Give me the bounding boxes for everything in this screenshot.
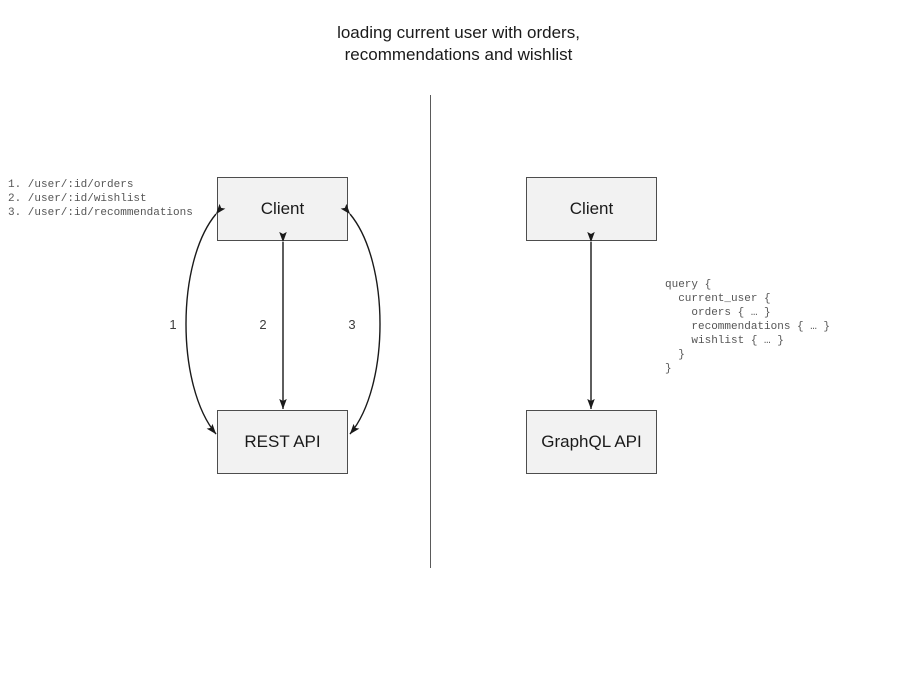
node-client-rest-label: Client [260, 199, 305, 218]
arrow-label-3: 3 [348, 317, 356, 332]
rest-endpoint-list: 1. /user/:id/orders 2. /user/:id/wishlis… [8, 179, 193, 219]
node-graphql-api[interactable]: GraphQL API [526, 410, 657, 474]
node-rest-api-label: REST API [244, 432, 321, 451]
node-client-graphql[interactable]: Client [526, 177, 657, 241]
node-graphql-api-label: GraphQL API [541, 432, 642, 451]
graphql-query-text: query { current_user { orders { … } reco… [665, 279, 831, 375]
node-rest-api[interactable]: REST API [217, 410, 348, 474]
arrow-label-1: 1 [169, 317, 177, 332]
diagram-title: loading current user with orders, recomm… [337, 23, 580, 64]
node-client-graphql-label: Client [569, 199, 614, 218]
node-client-rest[interactable]: Client [217, 177, 348, 241]
vertical-divider [430, 95, 431, 568]
arrow-rest-1 [185, 203, 226, 435]
arrow-label-2: 2 [259, 317, 267, 332]
